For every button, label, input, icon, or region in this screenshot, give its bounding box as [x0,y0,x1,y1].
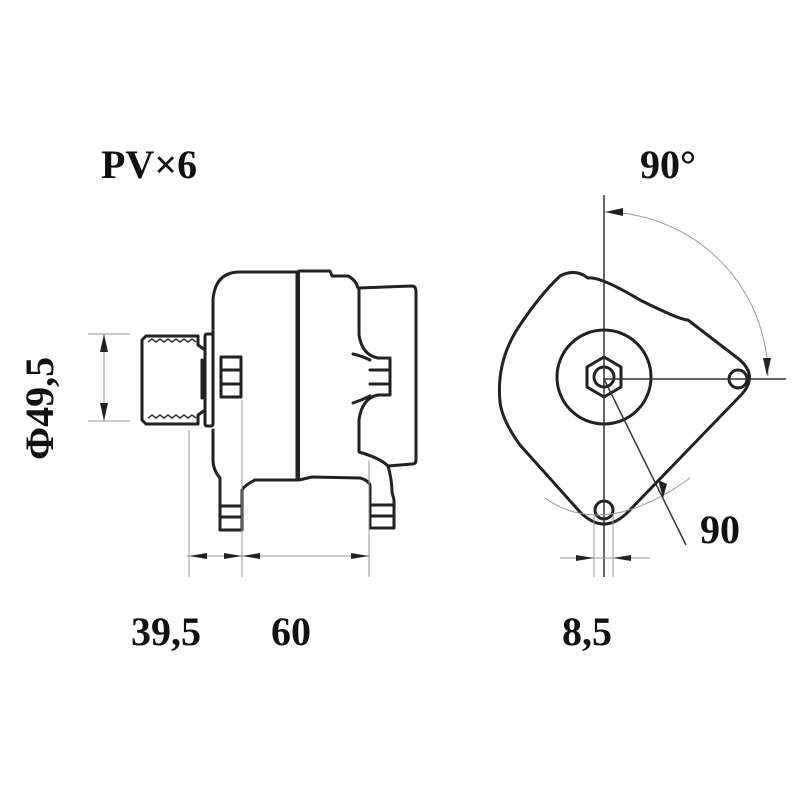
pulley-diameter-label: Φ49,5 [17,356,62,460]
pulley-profile-label: PV×6 [101,142,198,187]
dimension-middle-label: 60 [271,609,311,654]
side-view [88,269,418,577]
pulley [140,334,207,426]
angle-label: 90° [640,142,696,187]
front-view [497,195,786,577]
dimension-left-label: 39,5 [131,609,201,654]
dimension-hole-label: 8,5 [562,609,612,654]
dimension-radius-label: 90 [700,507,740,552]
